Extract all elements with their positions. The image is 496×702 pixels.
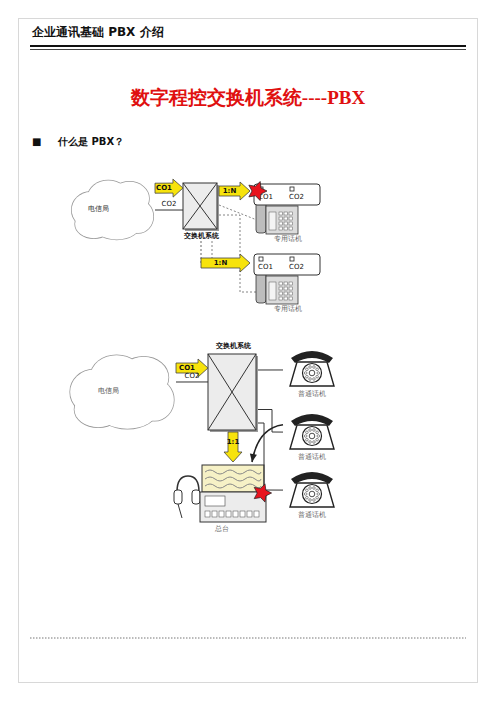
page-frame (19, 19, 478, 683)
cloud-node: 电信局 (68, 352, 176, 432)
node-label: 交换机系统 (183, 232, 219, 240)
edge-label: CO2 (162, 200, 177, 208)
line-key-label: CO2 (289, 193, 311, 201)
wire-connector (258, 369, 283, 370)
cloud-node-art (68, 352, 176, 432)
edge-label: 1:1 (227, 438, 240, 446)
edge-label: 1:N (214, 259, 228, 267)
wire-line (155, 210, 183, 211)
wire-line (176, 381, 208, 382)
block-arrow-connector (155, 179, 183, 197)
block-arrow (224, 432, 242, 462)
cloud-node: 电信局 (70, 178, 155, 242)
line-key-label: CO2 (289, 263, 311, 271)
bullet-mark: ■ (32, 136, 41, 148)
block-arrow (155, 179, 183, 197)
wire-connector (176, 381, 208, 382)
rotary-phone: 普通话机 (283, 408, 341, 464)
operator-console: 总台 (172, 462, 272, 538)
dotted-wire (219, 215, 262, 292)
node-label: 普通话机 (283, 511, 341, 519)
node-label: 电信局 (98, 387, 138, 395)
switch-box: 交换机系统 (208, 342, 258, 432)
header-rule (30, 49, 466, 50)
block-arrow (219, 182, 250, 200)
cloud-node-art (70, 178, 155, 242)
edge-label: 1:N (223, 187, 237, 195)
node-label: 普通话机 (283, 453, 341, 461)
dotted-wire (212, 241, 213, 258)
node-label: 普通话机 (283, 390, 341, 398)
edge-label: CO2 (185, 372, 200, 380)
line-key-label: CO1 (258, 263, 280, 271)
block-arrow-connector (219, 182, 250, 200)
block-arrow-connector (224, 432, 242, 462)
header-text: 企业通讯基础 PBX 介绍 (32, 26, 164, 40)
node-label: 电信局 (88, 205, 128, 213)
node-label: 专用话机 (250, 235, 325, 243)
key-phone-art (250, 252, 325, 314)
wire-line (258, 369, 283, 370)
header-rule (30, 45, 466, 47)
arrow-head (250, 453, 257, 462)
block-arrow (201, 254, 250, 272)
rotary-phone: 普通话机 (283, 466, 341, 522)
node-label: 总台 (172, 525, 272, 533)
block-arrow-connector (201, 241, 250, 272)
rotary-phone: 普通话机 (283, 345, 341, 401)
dotted-wire (219, 205, 262, 222)
footer-rule (30, 638, 466, 639)
node-label: 交换机系统 (208, 342, 258, 350)
edge-label: CO1 (156, 184, 172, 192)
node-label: 专用话机 (250, 305, 325, 313)
switch-box: 交换机系统 (183, 183, 219, 241)
switch-box-art (208, 342, 258, 432)
page-title: 数字程控交换机系统----PBX (0, 87, 496, 109)
wire-connector (155, 210, 183, 211)
key-phone: CO1 CO2 专用话机 (250, 252, 325, 314)
edge-label: CO1 (179, 364, 195, 372)
section-heading: 什么是 PBX？ (58, 136, 124, 148)
